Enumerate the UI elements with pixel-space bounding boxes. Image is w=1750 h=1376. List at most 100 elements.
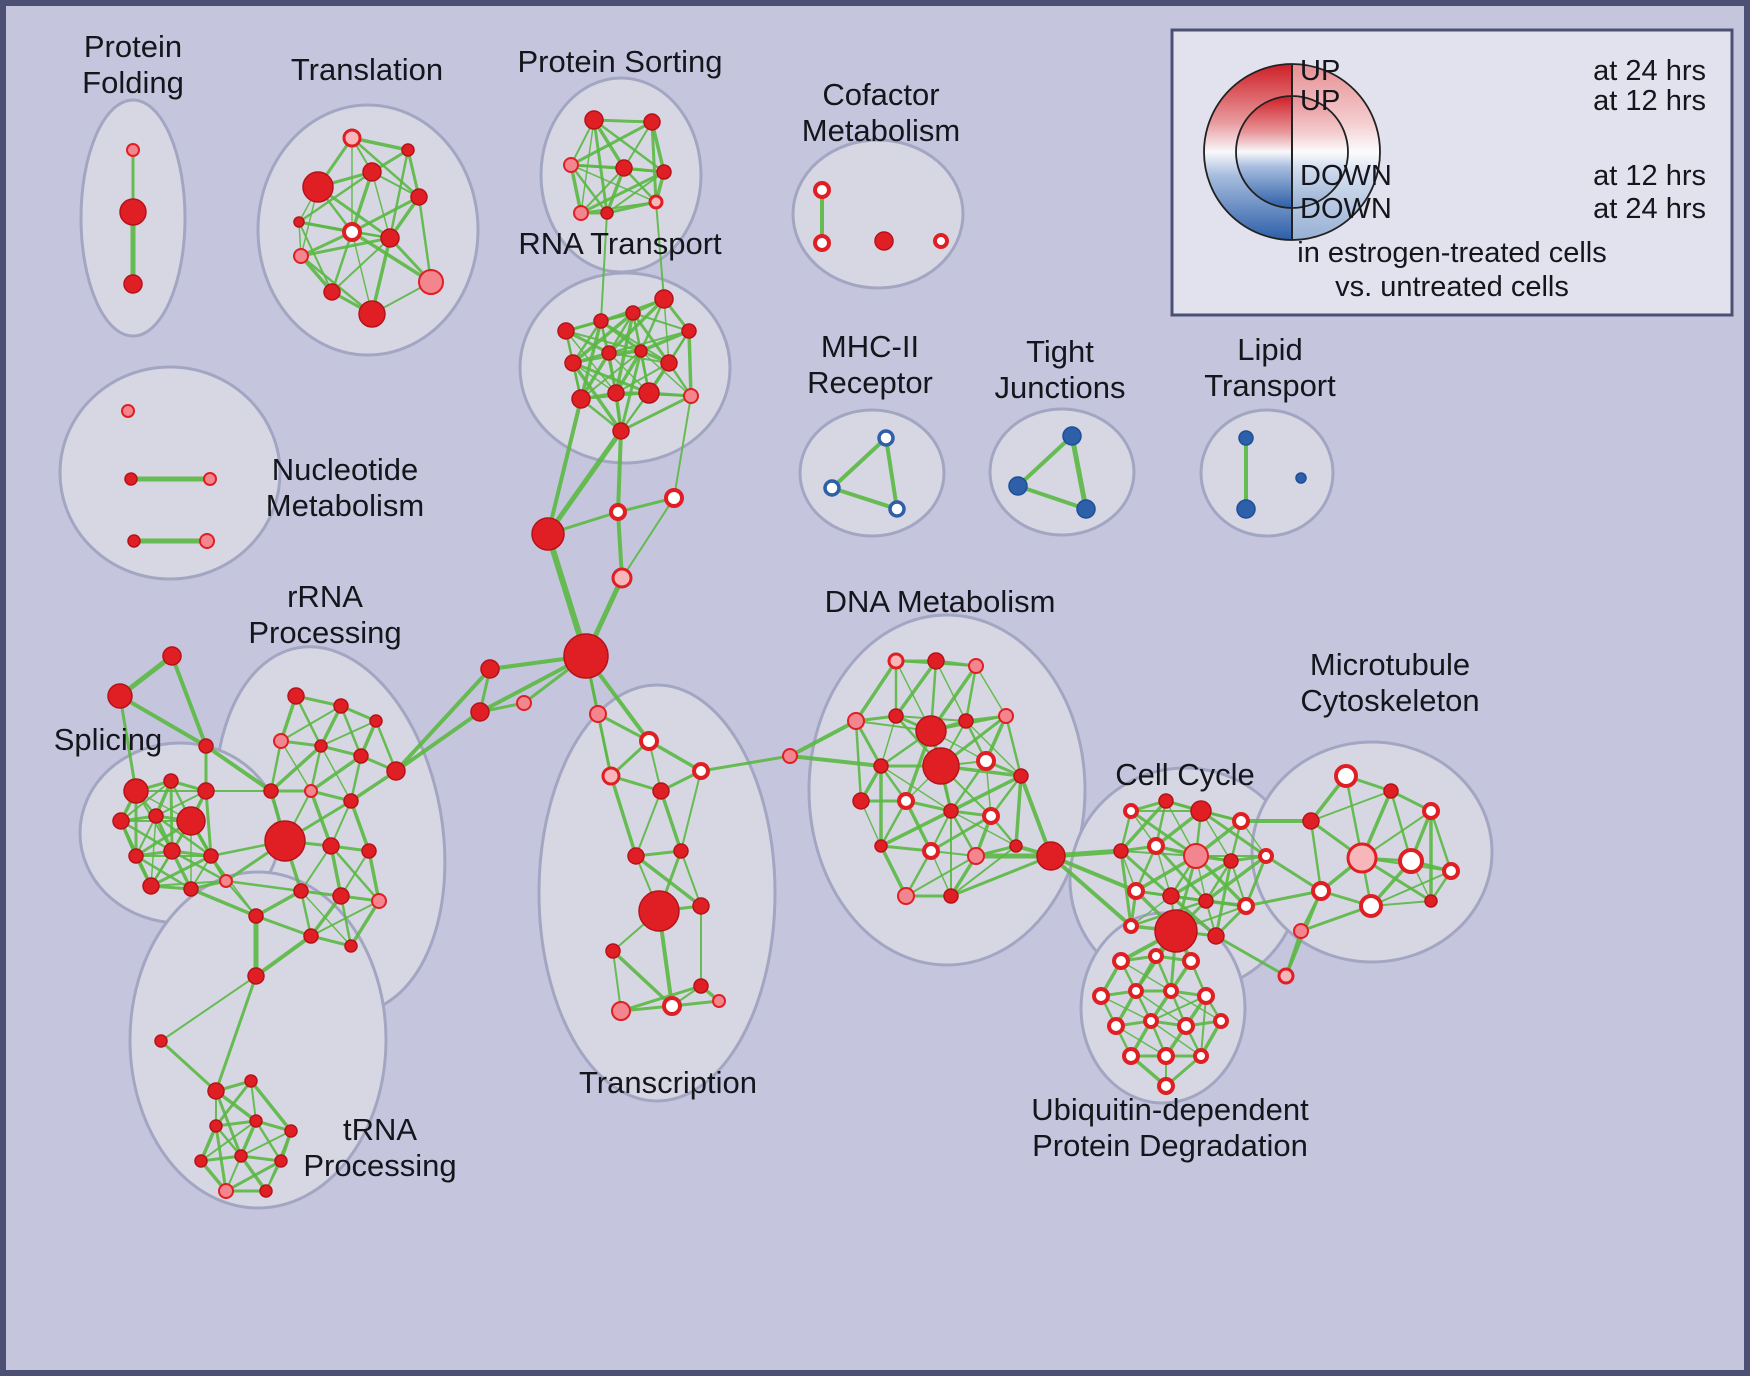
network-node — [247, 967, 265, 985]
cluster-label-translation: Translation — [291, 52, 443, 87]
network-edge — [640, 350, 692, 397]
network-edge — [880, 715, 897, 767]
network-node — [1277, 967, 1295, 985]
network-node — [593, 313, 609, 329]
network-edge — [616, 429, 623, 514]
network-edge — [269, 744, 323, 793]
network-node — [927, 652, 945, 670]
network-node — [1076, 499, 1096, 519]
legend-row-direction: DOWN — [1300, 160, 1392, 192]
network-edge — [880, 765, 952, 812]
network-node — [1112, 952, 1130, 970]
network-node — [571, 389, 591, 409]
network-node — [1147, 837, 1165, 855]
network-node — [203, 472, 217, 486]
network-edge — [569, 163, 583, 215]
network-edge — [571, 311, 635, 365]
network-node — [982, 807, 1000, 825]
network-node — [1442, 862, 1460, 880]
network-node — [361, 843, 377, 859]
network-node — [1127, 882, 1145, 900]
network-edge — [204, 789, 213, 858]
network-node — [976, 751, 996, 771]
network-node — [601, 345, 617, 361]
network-edge — [680, 850, 702, 907]
network-edge — [417, 195, 433, 284]
network-edge — [254, 934, 313, 978]
network-node — [293, 216, 305, 228]
cluster-label-lipid-transport: Transport — [1204, 368, 1336, 403]
network-edge — [975, 665, 1007, 717]
network-edge — [639, 329, 691, 353]
network-node — [1177, 1017, 1195, 1035]
network-node — [323, 283, 341, 301]
network-node — [162, 646, 182, 666]
network-edge — [569, 163, 609, 215]
network-edge — [160, 975, 257, 1042]
network-edge — [1169, 859, 1233, 898]
network-node — [692, 897, 710, 915]
network-node — [611, 1001, 631, 1021]
network-edge — [1244, 889, 1323, 908]
network-node — [557, 322, 575, 340]
network-node — [660, 354, 678, 372]
network-node — [1346, 842, 1378, 874]
network-node — [248, 908, 264, 924]
network-edge — [371, 171, 391, 239]
cluster-label-protein-sorting: Protein Sorting — [517, 44, 722, 79]
cluster-ellipse-trna-processing — [128, 870, 388, 1210]
network-node — [638, 382, 660, 404]
network-node — [274, 1154, 288, 1168]
network-edge — [619, 984, 703, 1013]
network-edge — [1199, 809, 1268, 858]
network-node — [249, 1114, 263, 1128]
network-node — [123, 778, 149, 804]
network-edge — [965, 720, 1022, 777]
network-edge — [339, 704, 363, 758]
network-node — [344, 939, 358, 953]
network-edge — [673, 395, 692, 499]
network-node — [943, 888, 959, 904]
network-edge — [949, 774, 1023, 813]
network-edge — [394, 667, 492, 773]
network-node — [873, 758, 889, 774]
cluster-label-transcription: Transcription — [579, 1065, 757, 1100]
network-node — [958, 713, 974, 729]
network-node — [1157, 1077, 1175, 1095]
network-node — [342, 128, 362, 148]
network-node — [516, 695, 532, 711]
cluster-label-trna-processing: tRNA — [343, 1112, 417, 1147]
network-edge — [659, 789, 683, 853]
network-edge — [597, 713, 612, 777]
cluster-label-nucleotide-metabolism: Metabolism — [266, 488, 425, 523]
network-edge — [950, 810, 1017, 847]
network-node — [531, 517, 565, 551]
network-node — [197, 782, 215, 800]
network-node — [968, 658, 984, 674]
network-node — [847, 712, 865, 730]
network-node — [589, 705, 607, 723]
network-edge — [663, 298, 670, 364]
network-edge — [120, 780, 172, 822]
network-edge — [607, 311, 635, 355]
network-node — [712, 994, 726, 1008]
network-node — [1123, 803, 1139, 819]
network-edge — [249, 1079, 293, 1133]
network-node — [627, 847, 645, 865]
network-node — [259, 1184, 273, 1198]
network-node — [693, 978, 709, 994]
network-node — [1213, 1013, 1229, 1029]
network-node — [322, 837, 340, 855]
network-node — [194, 1154, 208, 1168]
network-edge — [905, 855, 977, 897]
network-node — [1334, 764, 1358, 788]
network-node — [664, 488, 684, 508]
network-edge — [300, 845, 332, 892]
network-edge — [1264, 854, 1323, 893]
network-edge — [349, 899, 381, 948]
network-node — [418, 269, 444, 295]
cluster-label-rrna-processing: rRNA — [287, 579, 363, 614]
network-edge — [619, 349, 643, 433]
network-edge — [254, 1119, 283, 1163]
network-edge — [1214, 934, 1288, 978]
